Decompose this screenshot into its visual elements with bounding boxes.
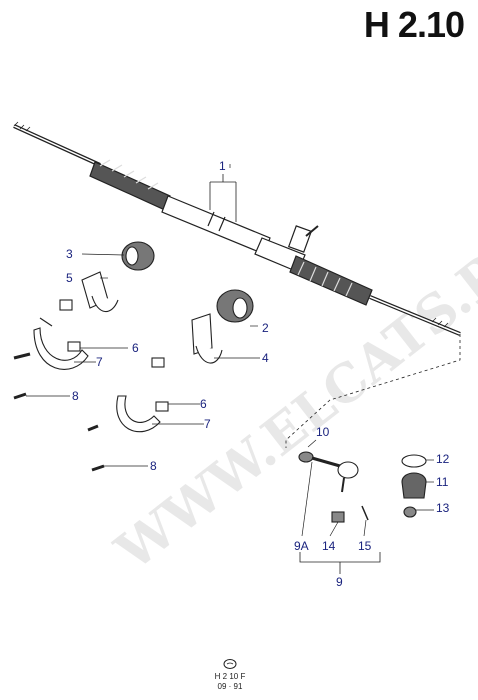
callout-6a: 6 bbox=[132, 341, 139, 355]
footer-date: 09 · 91 bbox=[217, 682, 243, 691]
callout-12: 12 bbox=[436, 452, 450, 466]
leader-lines bbox=[26, 164, 434, 537]
callout-2: 2 bbox=[262, 321, 269, 335]
steering-rack bbox=[13, 121, 461, 336]
callout-15: 15 bbox=[358, 539, 372, 553]
callout-14: 14 bbox=[322, 539, 336, 553]
ford-logo bbox=[223, 659, 237, 669]
page-code: H 2.10 bbox=[363, 4, 465, 45]
callout-13: 13 bbox=[436, 501, 450, 515]
callout-8b: 8 bbox=[150, 459, 157, 473]
callout-4: 4 bbox=[262, 351, 269, 365]
callout-9a: 9A bbox=[294, 539, 309, 553]
callout-5: 5 bbox=[66, 271, 73, 285]
callout-6b: 6 bbox=[200, 397, 207, 411]
callout-1: 1 bbox=[219, 159, 226, 173]
callout-10: 10 bbox=[316, 425, 330, 439]
footer-code: H 2 10 F bbox=[214, 672, 246, 681]
callout-7b: 7 bbox=[204, 417, 211, 431]
callout-1-leader bbox=[209, 174, 237, 222]
callout-11: 11 bbox=[436, 475, 449, 489]
callout-7a: 7 bbox=[96, 355, 103, 369]
callout-9: 9 bbox=[336, 575, 343, 589]
callout-8a: 8 bbox=[72, 389, 79, 403]
callout-3: 3 bbox=[66, 247, 73, 261]
right-mount-parts bbox=[87, 289, 254, 472]
left-mount-parts bbox=[13, 241, 155, 400]
tie-rod-end-parts bbox=[285, 334, 461, 574]
